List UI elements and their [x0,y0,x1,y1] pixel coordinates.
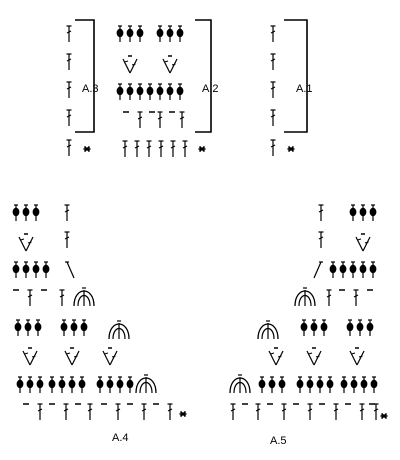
chart-a3-label: A.3 [82,83,99,95]
start-asterisk-icon [379,412,389,420]
treble-column [65,25,73,157]
chain-treble-row [122,111,186,129]
repeat-bracket [284,19,308,133]
arch-icon [257,320,279,340]
start-asterisk-icon [286,145,296,153]
arch-icon [108,320,130,340]
start-asterisk-icon [197,145,207,153]
crossed-treble-icon [268,347,284,366]
arch-icon [135,374,157,394]
arch-icon [229,374,251,394]
crossed-treble-icon [306,347,322,366]
crossed-treble-icon [22,347,38,366]
chart-a3: A.3 [65,19,99,157]
repeat-bracket [75,19,95,133]
arch-icon [294,287,316,307]
chart-a2-label: A.2 [202,83,219,95]
crossed-treble-icon [64,347,80,366]
puff-group-bottom [115,83,184,101]
crossed-treble-icon [18,233,34,252]
repeat-bracket [195,19,212,133]
crossed-treble-icon [349,347,365,366]
chart-a1: A.1 [269,19,313,157]
crossed-treble-icon [102,347,118,366]
start-asterisk-icon [82,145,92,153]
arch-icon [73,287,95,307]
chart-a2: A.2 [115,19,219,158]
foundation-trebles [121,140,189,158]
start-asterisk-icon [178,410,188,418]
crossed-treble-icon [162,55,178,74]
chart-a4: A.4 [12,204,188,444]
crossed-treble-icon [122,55,138,74]
chart-a5: A.5 [229,204,389,447]
chart-a4-label: A.4 [112,432,129,444]
puff-group-top [115,25,184,43]
chart-a5-label: A.5 [270,435,287,447]
crossed-treble-icon [355,233,371,252]
chart-a1-label: A.1 [296,83,313,95]
treble-column [269,25,277,157]
